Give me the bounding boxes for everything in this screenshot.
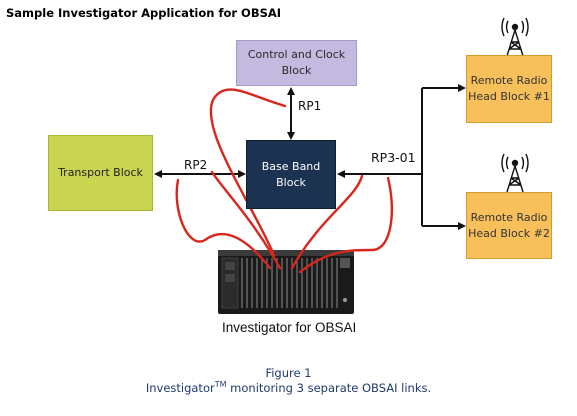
rrh1-line1: Remote Radio [470,74,548,88]
trademark-mark: TM [214,380,227,389]
monitor-cable-rp1 [209,88,287,257]
transport-block-label: Transport Block [58,166,143,180]
rp2-label: RP2 [184,158,208,172]
radio-tower-icon [501,17,529,57]
radio-tower-icon [501,153,529,193]
figure-caption-prefix: Investigator [145,380,215,395]
investigator-device-icon [218,250,354,314]
baseband-block-line2: Block [276,175,306,189]
investigator-caption: Investigator for OBSAI [222,320,357,335]
figure-title: Figure 1 [265,366,312,380]
monitor-cable-rp2-b [210,170,282,270]
rp1-label: RP1 [298,99,322,113]
rrh2-line1: Remote Radio [470,210,548,224]
monitor-cable-rp3 [298,176,394,274]
page-title: Sample Investigator Application for OBSA… [6,6,282,20]
baseband-block-line1: Base Band [261,159,321,173]
control-block-line1: Control and Clock [247,48,346,62]
transport-block: Transport Block [48,135,153,211]
monitor-cable-rp2 [175,178,272,270]
rrh2-line2: Head Block #2 [468,226,550,240]
rrh1-line2: Head Block #1 [468,90,550,103]
figure-caption: InvestigatorTM monitoring 3 separate OBS… [0,380,577,395]
rp3-label: RP3-01 [371,150,416,165]
figure-caption-suffix: monitoring 3 separate OBSAI links. [226,380,432,395]
control-block-line2: Block [281,64,312,77]
monitor-cable-rp3-b [290,174,364,270]
